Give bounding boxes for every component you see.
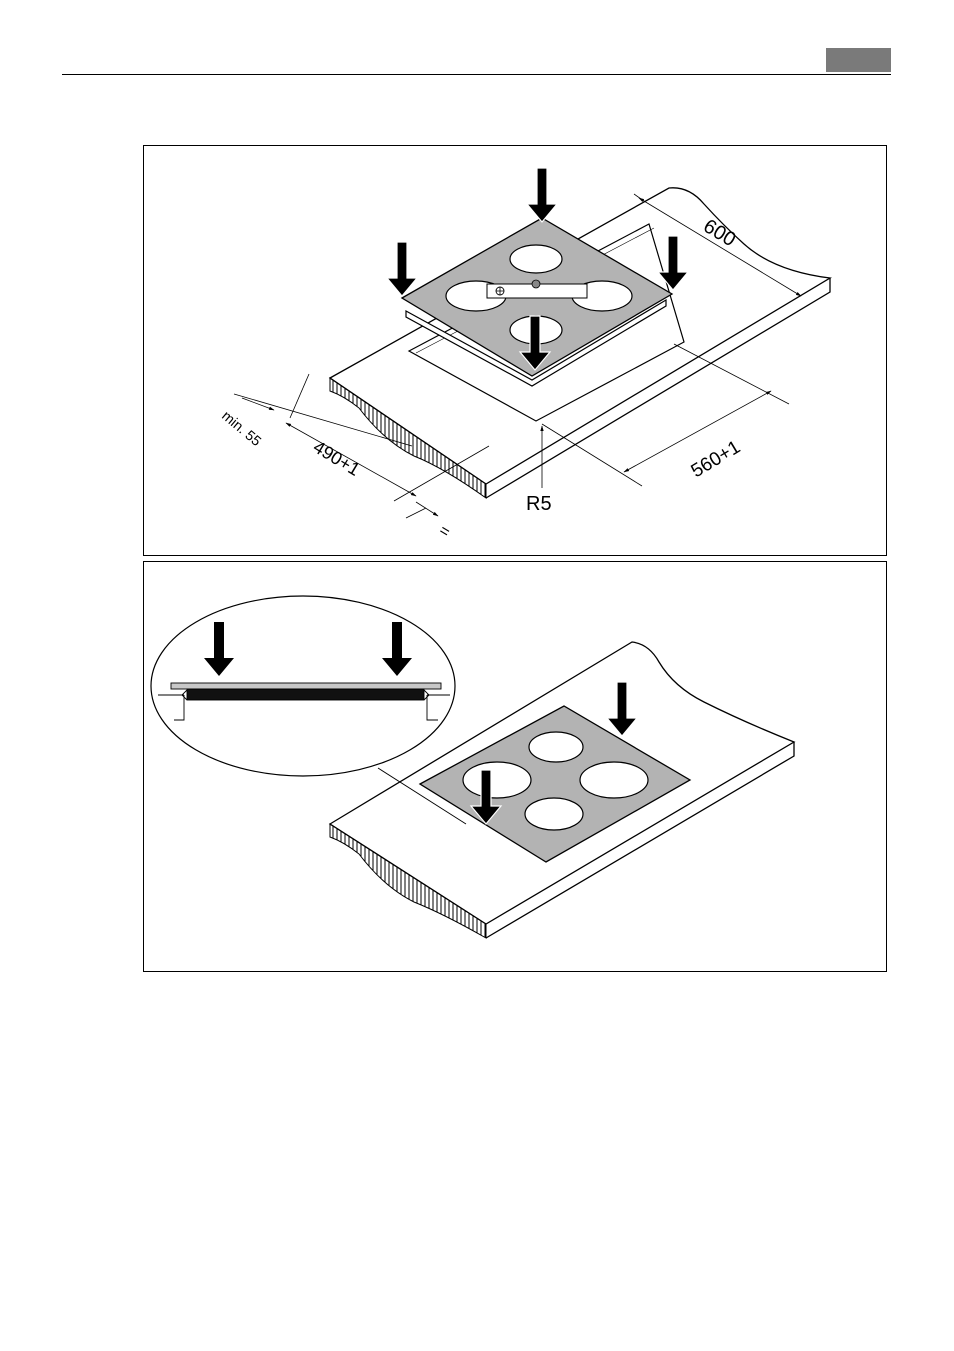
equal-marker	[406, 502, 438, 518]
figure-hob-placement	[143, 561, 887, 972]
arrow-down-icon	[387, 242, 417, 296]
cooking-zone	[510, 245, 562, 273]
dimension-label-490: 490+1	[310, 437, 364, 480]
placement-diagram	[144, 562, 888, 972]
cooking-zone	[529, 732, 583, 762]
header-tab	[826, 48, 891, 72]
cutout-diagram: 600 560+1 490+1 min. 55 = R5	[144, 146, 888, 556]
detail-callout	[151, 596, 455, 776]
cooking-zone	[580, 762, 648, 798]
hob-glass	[171, 683, 441, 689]
radius-label: R5	[526, 493, 552, 515]
cooking-zone	[525, 798, 583, 830]
arrow-down-icon	[527, 168, 557, 222]
header-rule	[62, 74, 891, 75]
equal-label: =	[436, 522, 453, 541]
dimension-label-560: 560+1	[688, 437, 745, 482]
cooking-zone	[463, 762, 531, 798]
screw-icon	[532, 280, 540, 288]
hob-body	[187, 689, 424, 700]
figure-cutout-dimensions: 600 560+1 490+1 min. 55 = R5	[143, 145, 887, 556]
dimension-label-min-55: min. 55	[219, 407, 265, 449]
